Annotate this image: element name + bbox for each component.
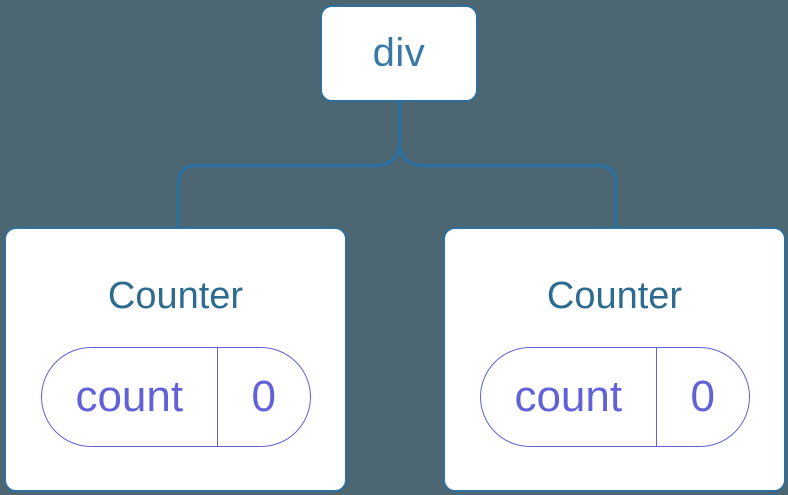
component-title: Counter xyxy=(107,275,244,317)
state-pill: count 0 xyxy=(40,347,311,447)
state-value: 0 xyxy=(251,372,276,421)
component-title: Counter xyxy=(546,275,683,317)
counter-component-card: Counter count 0 xyxy=(4,227,347,492)
counter-component-card: Counter count 0 xyxy=(443,227,786,492)
state-key: count xyxy=(42,348,219,446)
connector-left-branch xyxy=(176,100,402,228)
root-node: div xyxy=(320,5,478,102)
state-key: count xyxy=(481,348,658,446)
root-node-label: div xyxy=(372,31,426,75)
state-value: 0 xyxy=(690,372,715,421)
connector-right-branch xyxy=(397,100,618,228)
state-pill: count 0 xyxy=(479,347,750,447)
